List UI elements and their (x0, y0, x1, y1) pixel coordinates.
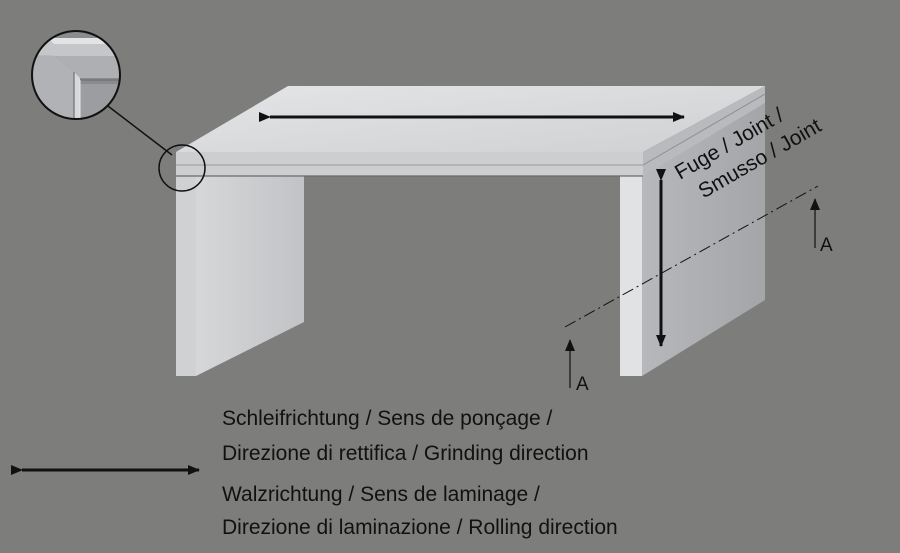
legend-rolling-line1: Walzrichtung / Sens de laminage / (222, 483, 540, 506)
joint-highlight-circle (158, 144, 206, 192)
section-label-right: A (820, 235, 833, 256)
left-leg (176, 176, 304, 376)
legend-grinding-line2: Direzione di rettifica / Grinding direct… (222, 442, 589, 465)
joint-detail-callout (31, 30, 206, 192)
legend-rolling-line2: Direzione di laminazione / Rolling direc… (222, 516, 618, 539)
legend-grinding-line1: Schleifrichtung / Sens de ponçage / (222, 407, 553, 430)
section-line (564, 185, 819, 328)
right-leg (620, 103, 765, 376)
section-label-left: A (576, 374, 589, 395)
